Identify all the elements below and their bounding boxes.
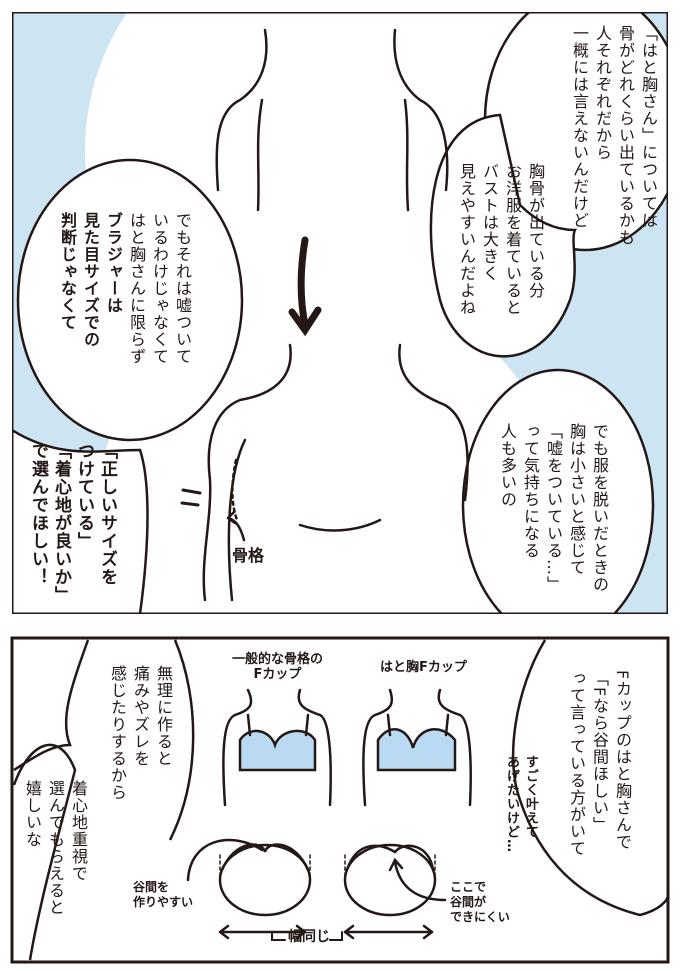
torso-bare bbox=[180, 343, 469, 602]
speech-text-hato-intro: 「はと胸さん」については 骨がどれくらい出ているかも 人それぞれだから 一概には… bbox=[568, 25, 660, 246]
pointer-arrow bbox=[186, 838, 264, 882]
text-line: 作りやすい bbox=[133, 895, 194, 909]
text-line: って気持ちになる bbox=[521, 423, 540, 559]
text-line: 人それぞれだから bbox=[593, 25, 612, 161]
speech-bubble bbox=[429, 113, 578, 358]
bra-figure-normal bbox=[222, 688, 332, 807]
note-hard-cleavage: ここで 谷間が できにくい bbox=[450, 880, 510, 925]
speech-text-pain: 無理に作ると 痛みやズレを 感じたりするから bbox=[106, 665, 175, 801]
speech-bubble bbox=[511, 639, 670, 917]
panel-2 bbox=[10, 636, 670, 964]
text-line: 痛みやズレを bbox=[131, 665, 150, 767]
text-line: 着心地重視で bbox=[69, 780, 88, 882]
label-hato-f-cup: はと胸Fカップ bbox=[380, 660, 467, 675]
text-line: お洋服を着ていると bbox=[503, 163, 522, 316]
down-arrow-icon bbox=[288, 236, 322, 337]
text-line: 見えやすいんだよね bbox=[457, 163, 476, 316]
speech-bubble bbox=[12, 743, 77, 961]
text-line: できにくい bbox=[450, 910, 510, 924]
speech-text-not-lying: でもそれは嘘ついて いるわけじゃなくて はと胸さんに限らず ブラジャーは 見た目… bbox=[56, 212, 194, 365]
text-line: はと胸さんに限らず bbox=[127, 212, 146, 365]
speech-bubble bbox=[13, 639, 195, 841]
speech-text-undressed: でも服を脱いだときの 胸は小さいと感じて 「嘘をついている…」 って気持ちになる… bbox=[496, 423, 611, 593]
panel-1 bbox=[12, 12, 668, 614]
text-line: 「Fなら谷間ほしい」 bbox=[590, 670, 609, 834]
text-line: 一概には言えないんだけど bbox=[570, 25, 589, 229]
text-line: 「着心地が良いか」 bbox=[51, 442, 71, 604]
text-line: 無理に作ると bbox=[154, 665, 173, 767]
text-line: 「はと胸さん」については bbox=[639, 25, 658, 229]
text-line: いるわけじゃなくて bbox=[150, 212, 169, 365]
text-line: バストは大きく bbox=[480, 163, 499, 282]
text-line: ブラジャーは bbox=[104, 212, 123, 314]
width-same-label: 幅同じ bbox=[288, 929, 330, 945]
bone-label: 骨格 bbox=[232, 546, 265, 565]
text-line: でもそれは嘘ついて bbox=[173, 212, 192, 365]
width-arrow bbox=[343, 924, 434, 940]
text-line: 一般的な骨格の bbox=[231, 652, 323, 667]
note-easy-cleavage: 谷間を 作りやすい bbox=[133, 880, 193, 910]
text-line: 嬉しいな bbox=[23, 780, 42, 848]
text-line: でも服を脱いだときの bbox=[590, 423, 609, 593]
speech-bubble bbox=[16, 158, 244, 442]
text-line: 判断じゃなくて bbox=[58, 212, 77, 331]
speech-bubble bbox=[12, 428, 149, 614]
text-line: 選んでもらえると bbox=[46, 780, 65, 916]
text-line: 「嘘をついている…」 bbox=[544, 423, 563, 593]
bra-figure-hato bbox=[362, 688, 472, 807]
torso-clothed bbox=[215, 28, 449, 212]
speech-text-f-cup: Fカップのはと胸さんで 「Fなら谷間ほしい」 って言っている方がいて bbox=[565, 670, 634, 857]
speech-text-sternum: 胸骨が出ている分 お洋服を着ていると バストは大きく 見えやすいんだよね bbox=[455, 163, 547, 316]
text-line: 見た目サイズでの bbox=[81, 212, 100, 348]
text-line: で選んでほしい！ bbox=[28, 442, 48, 586]
text-line: 感じたりするから bbox=[108, 665, 127, 801]
text-line: 胸は小さいと感じて bbox=[567, 423, 586, 576]
text-line: 人も多いの bbox=[498, 423, 517, 508]
text-line: あげたいけど… bbox=[504, 755, 519, 853]
speech-bubble bbox=[461, 368, 655, 614]
pointer-arrow bbox=[388, 857, 447, 902]
text-line: 胸骨が出ている分 bbox=[526, 163, 545, 299]
text-line: 骨がどれくらい出ているかも bbox=[616, 25, 635, 246]
speech-text-comfort: 着心地重視で 選んでもらえると 嬉しいな bbox=[21, 780, 90, 916]
label-normal-f-cup: 一般的な骨格の Fカップ bbox=[225, 652, 330, 682]
text-line: つけている」 bbox=[74, 442, 94, 550]
text-line: Fカップ bbox=[253, 667, 302, 682]
text-line: 谷間が bbox=[450, 895, 487, 909]
text-line: ここで bbox=[450, 880, 487, 894]
width-arrow bbox=[218, 924, 307, 940]
speech-text-choose: 「正しいサイズを つけている」 「着心地が良いか」 で選んでほしい！ bbox=[26, 442, 118, 604]
text-line: 「正しいサイズを bbox=[97, 442, 117, 586]
text-line: すごく叶えて bbox=[523, 755, 538, 839]
text-line: Fカップのはと胸さんで bbox=[613, 670, 632, 851]
aside-text: すごく叶えて あげたいけど… bbox=[502, 755, 540, 853]
text-line: って言っている方がいて bbox=[567, 670, 586, 857]
text-line: 谷間を bbox=[133, 880, 170, 894]
